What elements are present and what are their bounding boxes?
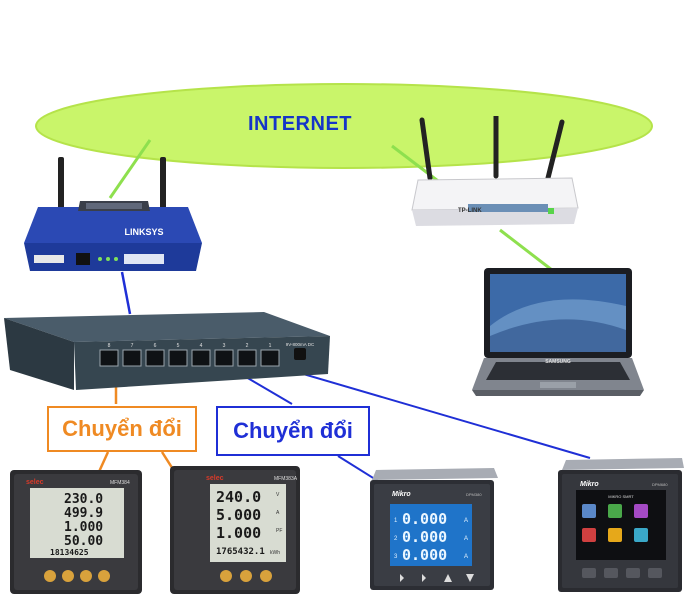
linksys-router: LINKSYS <box>24 157 202 271</box>
linksys-brand: LINKSYS <box>124 227 163 237</box>
meter2-unit3: PF <box>276 528 282 534</box>
meter1-button[interactable] <box>62 570 74 582</box>
meter1-brand: selec <box>26 479 44 486</box>
meter3-brand: Mikro <box>392 491 411 498</box>
converter-box-orange: Chuyển đổi <box>47 406 197 452</box>
meter2-model: MFM383A <box>274 476 298 482</box>
link-switch-meter4 <box>275 365 591 459</box>
meter1-line5: 18134625 <box>50 548 89 557</box>
link-cloud-linksys <box>108 139 152 199</box>
meter2-line3: 1.000 <box>216 524 261 542</box>
switch-port-number: 5 <box>177 343 180 349</box>
meter3-button[interactable] <box>422 574 426 582</box>
meter1-button[interactable] <box>44 570 56 582</box>
meter3-model: DPM380 <box>466 492 482 497</box>
meter2-button[interactable] <box>260 570 272 582</box>
switch-port-number: 3 <box>223 343 226 349</box>
meter3-button[interactable] <box>444 574 452 582</box>
meter-selec-mfm384: selec MFM384 230.0 499.9 1.000 50.00 181… <box>10 470 142 594</box>
link-tplink-laptop <box>499 228 553 272</box>
meter3-line2: 0.000 <box>402 528 447 546</box>
meter1-button[interactable] <box>80 570 92 582</box>
meter3-unit3: A <box>464 554 468 560</box>
meter4-button[interactable] <box>648 568 662 578</box>
switch-power-label: 9V-800mA DC <box>286 342 315 347</box>
laptop-brand: SAMSUNG <box>545 359 571 365</box>
meter3-line3: 0.000 <box>402 546 447 564</box>
meter3-row2-num: 2 <box>394 536 398 542</box>
meter4-app-icon[interactable] <box>608 504 622 518</box>
meter2-unit1: V <box>276 492 280 498</box>
meter3-button[interactable] <box>466 574 474 582</box>
meter3-row1-num: 1 <box>394 518 398 524</box>
meter1-line3: 1.000 <box>64 520 103 535</box>
link-cloud-tplink <box>391 144 443 186</box>
meter1-model: MFM384 <box>110 480 130 486</box>
network-switch: 8 7 6 5 4 3 2 1 9V-800mA DC <box>4 312 330 390</box>
switch-port[interactable] <box>168 349 188 367</box>
tplink-router: TP-LINK <box>411 116 579 226</box>
switch-port-number: 1 <box>269 343 272 349</box>
meter4-app-icon[interactable] <box>634 504 648 518</box>
meter3-unit1: A <box>464 518 468 524</box>
meter1-button[interactable] <box>98 570 110 582</box>
meter3-line1: 0.000 <box>402 510 447 528</box>
meter4-app-icon[interactable] <box>634 528 648 542</box>
meter3-row3-num: 3 <box>394 554 398 560</box>
switch-port[interactable] <box>237 349 257 367</box>
meter2-unit4: kWh <box>270 550 280 556</box>
meter1-line1: 230.0 <box>64 492 103 507</box>
laptop: SAMSUNG <box>472 268 644 396</box>
converter-box-blue: Chuyển đổi <box>216 406 370 456</box>
meter4-button[interactable] <box>626 568 640 578</box>
meter4-title: MIKRO SMRT <box>608 494 634 499</box>
switch-port[interactable] <box>260 349 280 367</box>
switch-port[interactable] <box>99 349 119 367</box>
meter4-app-icon[interactable] <box>582 504 596 518</box>
meter4-app-icon[interactable] <box>608 528 622 542</box>
meter1-line4: 50.00 <box>64 534 103 549</box>
meter4-button[interactable] <box>604 568 618 578</box>
meter-mikro-dpm380: Mikro DPM380 1 2 3 0.000 0.000 0.000 A A… <box>370 468 498 590</box>
tplink-brand: TP-LINK <box>458 208 482 214</box>
meter2-button[interactable] <box>240 570 252 582</box>
meter1-line2: 499.9 <box>64 506 103 521</box>
switch-port-number: 6 <box>154 343 157 349</box>
meter3-button[interactable] <box>400 574 404 582</box>
meter2-brand: selec <box>206 475 224 482</box>
meter2-line4: 1765432.1 <box>216 547 265 557</box>
link-linksys-switch <box>120 271 132 315</box>
switch-port-number: 4 <box>200 343 203 349</box>
meter2-line1: 240.0 <box>216 488 261 506</box>
meter4-button[interactable] <box>582 568 596 578</box>
meter4-model: DPM680 <box>652 482 668 487</box>
meter3-unit2: A <box>464 536 468 542</box>
meter2-line2: 5.000 <box>216 506 261 524</box>
switch-port[interactable] <box>191 349 211 367</box>
meter-mikro-dpm680: Mikro DPM680 MIKRO SMRT <box>558 458 684 592</box>
meter2-button[interactable] <box>220 570 232 582</box>
switch-port[interactable] <box>214 349 234 367</box>
switch-port-number: 7 <box>131 343 134 349</box>
switch-port-number: 8 <box>108 343 111 349</box>
switch-port[interactable] <box>145 349 165 367</box>
meter2-unit2: A <box>276 510 280 516</box>
internet-label: INTERNET <box>248 113 352 135</box>
switch-port-number: 2 <box>246 343 249 349</box>
meter4-app-icon[interactable] <box>582 528 596 542</box>
meter4-brand: Mikro <box>580 481 599 488</box>
switch-port[interactable] <box>122 349 142 367</box>
meter-selec-mfm383a: selec MFM383A 240.0 5.000 1.000 1765432.… <box>170 466 300 594</box>
